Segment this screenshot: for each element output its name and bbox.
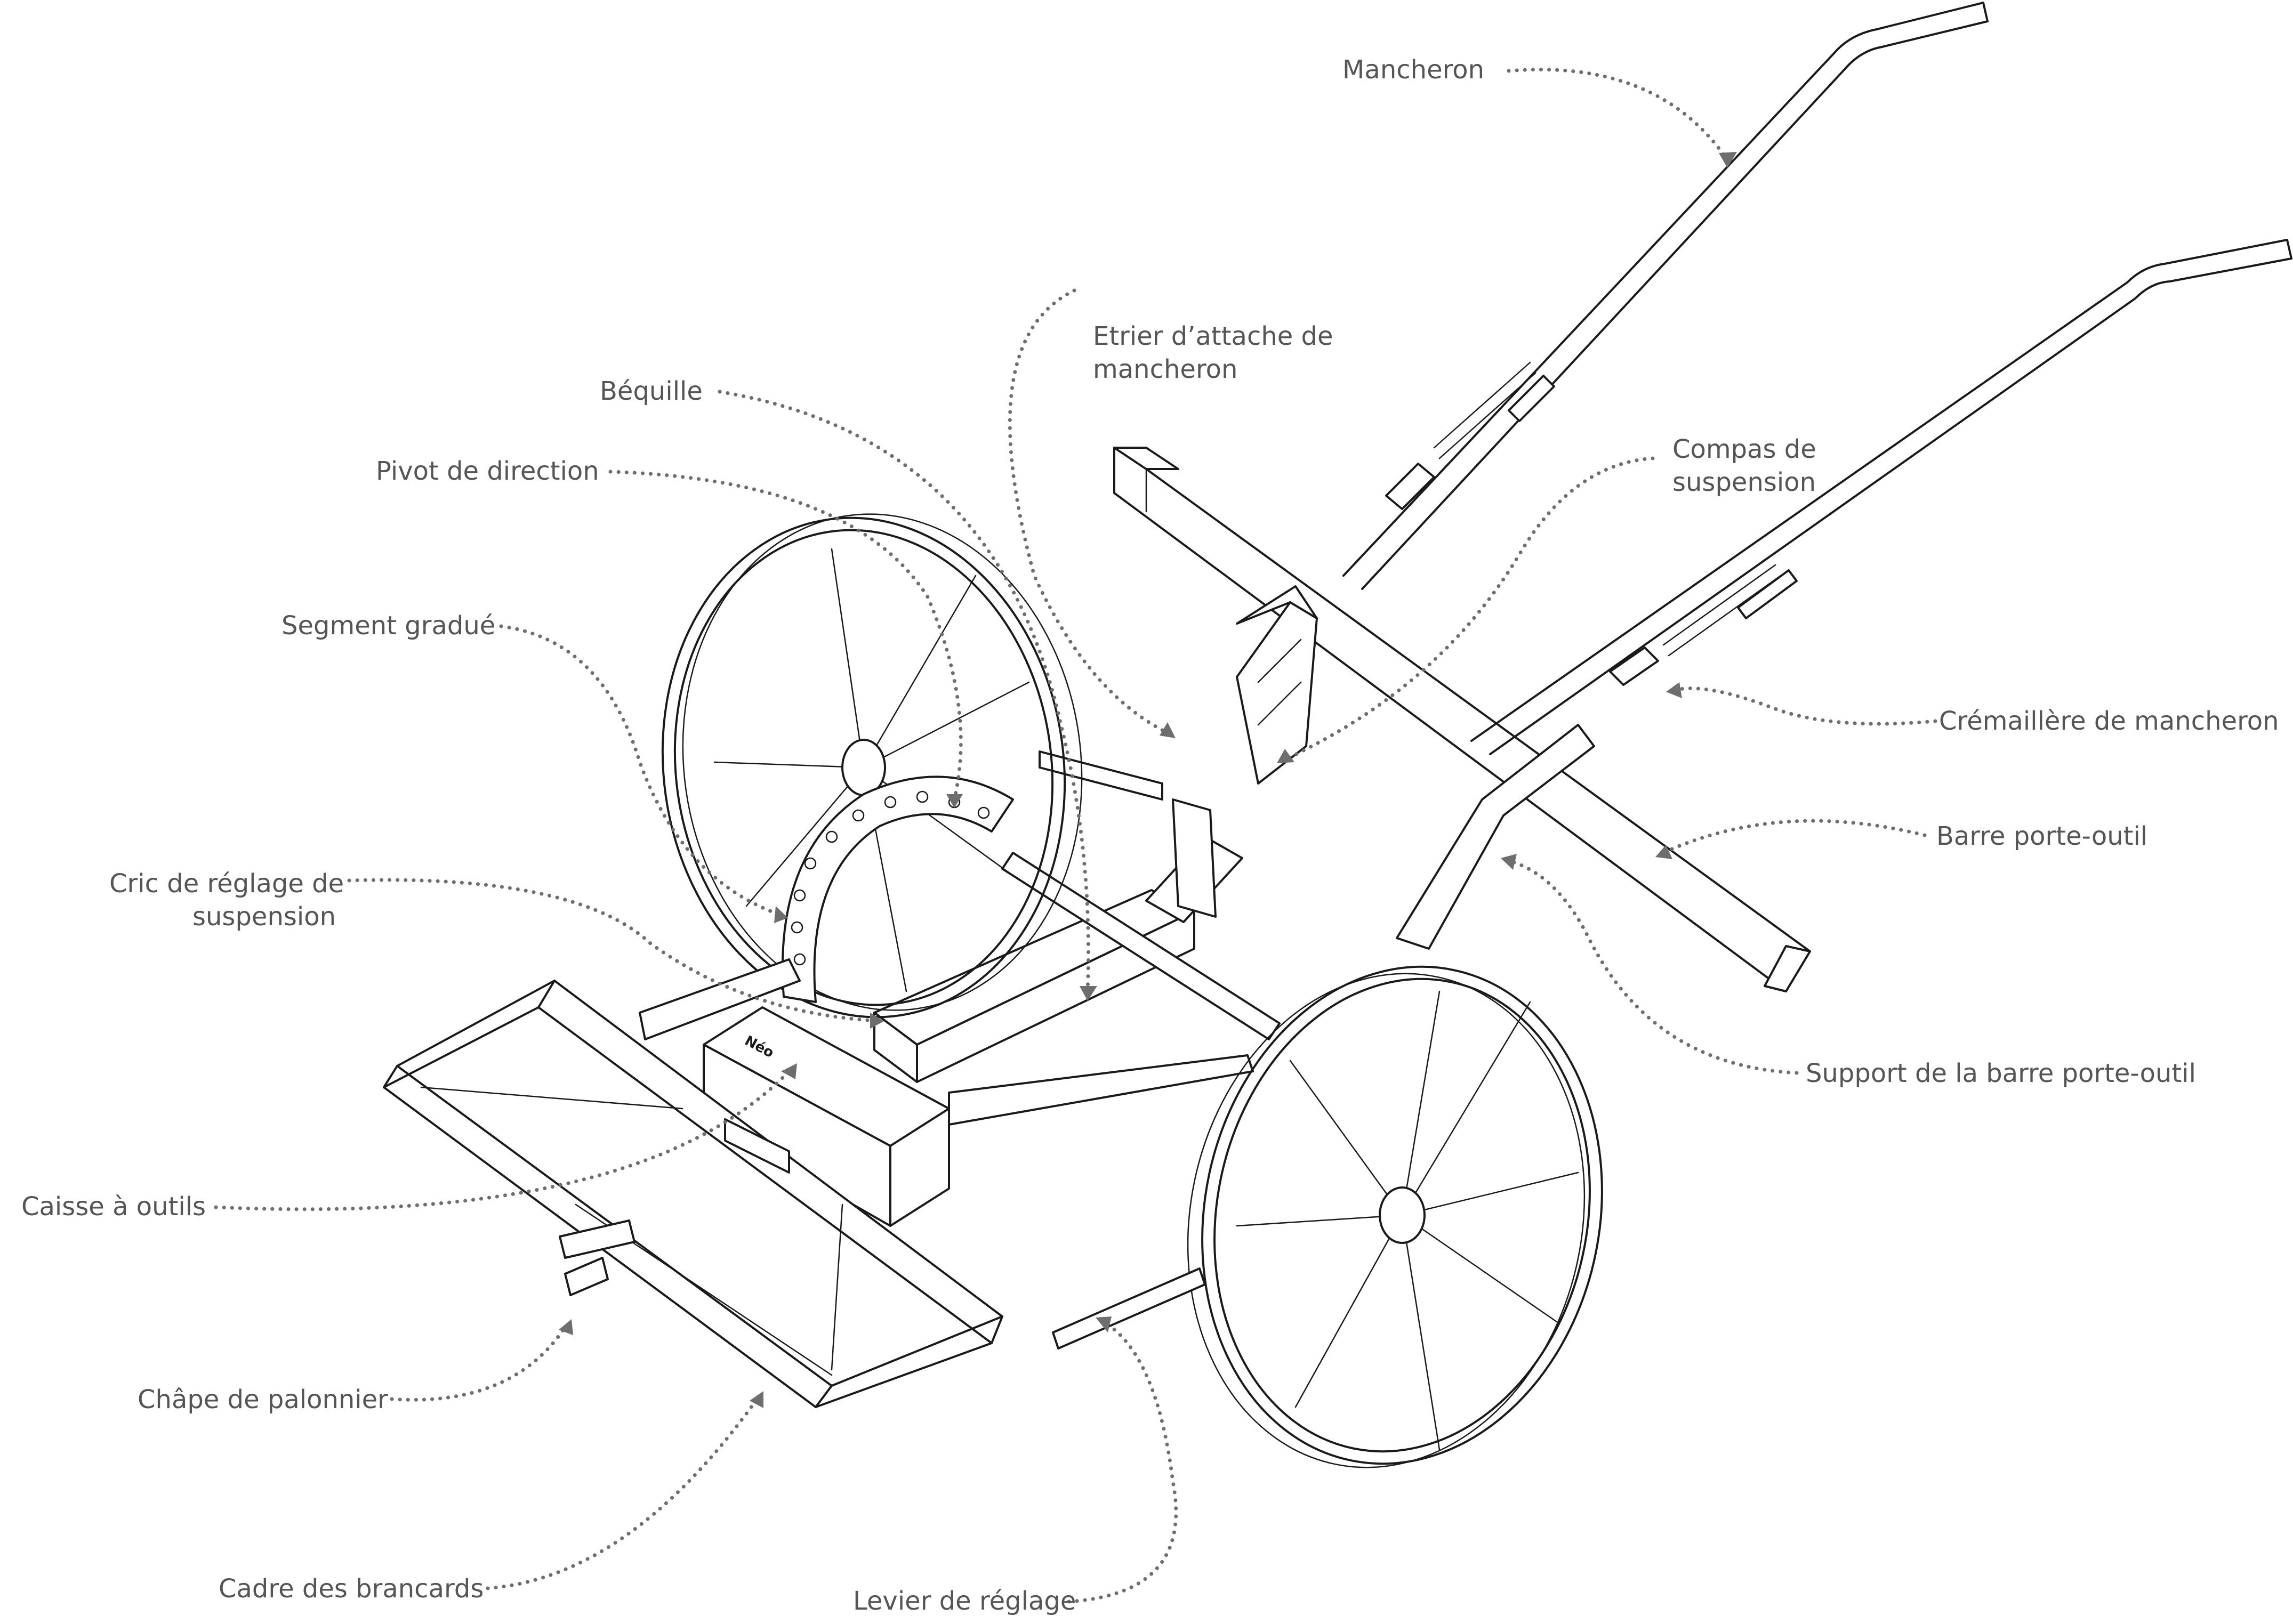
label-cadre: Cadre des brancards: [219, 1572, 484, 1605]
label-chape: Châpe de palonnier: [138, 1383, 388, 1416]
label-etrier-line-2: mancheron: [1093, 354, 1238, 384]
label-support-text: Support de la barre porte-outil: [1806, 1059, 2196, 1088]
label-bequille-text: Béquille: [600, 376, 703, 406]
tool-box-drawing: Néo: [703, 1006, 950, 1227]
leader-cric: [347, 878, 876, 1023]
leader-cremaillere: [1672, 686, 1937, 726]
handle-left: [1342, 2, 1989, 590]
leader-cadre: [486, 1397, 759, 1590]
arrow-support: [1501, 854, 1517, 870]
label-cremaillere-text: Crémaillère de mancheron: [1939, 706, 2279, 736]
leader-segment: [499, 624, 781, 916]
label-mancheron-text: Mancheron: [1342, 55, 1485, 85]
arrow-cremaillere: [1666, 682, 1682, 698]
leader-lines: [214, 68, 1937, 1604]
graduated-segment: [781, 775, 1014, 1003]
leader-mancheron: [1507, 68, 1729, 162]
arrow-mancheron: [1719, 152, 1737, 168]
label-cadre-text: Cadre des brancards: [219, 1574, 484, 1604]
label-cric-line-2: suspension: [192, 902, 336, 932]
label-etrier-line-1: Etrier d’attache de: [1093, 321, 1333, 351]
leader-chape: [390, 1325, 567, 1402]
label-mancheron: Mancheron: [1342, 53, 1484, 86]
leader-support: [1507, 859, 1799, 1075]
label-pivot: Pivot de direction: [376, 455, 599, 488]
label-etrier: Etrier d’attache de mancheron: [1093, 320, 1333, 386]
arrow-cric: [870, 1013, 884, 1029]
arrow-segment: [774, 906, 788, 923]
leader-pivot: [608, 470, 963, 802]
leader-compas: [1283, 456, 1655, 762]
arrow-bequille: [1080, 986, 1097, 1001]
chassis-frame: [873, 750, 1281, 1126]
arrow-chape: [559, 1319, 573, 1335]
leader-levier: [1067, 1320, 1178, 1604]
label-compas-line-1: Compas de: [1672, 434, 1816, 464]
arrow-cadre: [750, 1391, 763, 1408]
label-cremaillere: Crémaillère de mancheron: [1939, 705, 2279, 738]
label-compas: Compas de suspension: [1672, 433, 1816, 499]
tool-bar: [1113, 447, 1811, 992]
handle-right: [1470, 239, 2292, 755]
suspension-arm-right: [1396, 724, 1595, 950]
label-levier-text: Levier de réglage: [853, 1586, 1076, 1616]
wheel-right: [1187, 965, 1603, 1468]
arrow-compas: [1277, 749, 1294, 763]
label-segment: Segment gradué: [281, 609, 495, 642]
arrow-pivot: [946, 794, 963, 808]
leader-etrier: [1008, 288, 1170, 735]
adjustment-lever-left: [639, 958, 801, 1040]
label-compas-line-2: suspension: [1672, 467, 1816, 497]
leader-barre: [1661, 819, 1927, 855]
suspension-column-left: [1236, 585, 1318, 785]
label-bequille: Béquille: [600, 375, 703, 408]
arrowheads: [559, 152, 1737, 1408]
adjustment-lever-right: [1052, 1267, 1206, 1350]
arrow-barre: [1655, 845, 1672, 859]
label-support: Support de la barre porte-outil: [1806, 1057, 2196, 1090]
label-segment-text: Segment gradué: [281, 611, 496, 641]
wheel-left: [661, 513, 1083, 1019]
label-barre: Barre porte-outil: [1936, 820, 2147, 853]
label-chape-text: Châpe de palonnier: [138, 1385, 388, 1415]
leader-bequille: [718, 390, 1090, 993]
shaft-frame: [383, 980, 1003, 1408]
label-pivot-text: Pivot de direction: [376, 456, 599, 486]
label-cric-line-1: Cric de réglage de: [109, 869, 344, 899]
label-cric: Cric de réglage de suspension: [109, 867, 344, 933]
label-barre-text: Barre porte-outil: [1936, 821, 2148, 851]
arrow-caisse: [781, 1063, 797, 1079]
label-caisse: Caisse à outils: [21, 1190, 206, 1223]
leader-caisse: [214, 1069, 791, 1211]
label-levier: Levier de réglage: [853, 1585, 1076, 1618]
arrow-levier: [1096, 1316, 1112, 1332]
arrow-etrier: [1160, 722, 1176, 738]
label-caisse-text: Caisse à outils: [21, 1192, 206, 1222]
